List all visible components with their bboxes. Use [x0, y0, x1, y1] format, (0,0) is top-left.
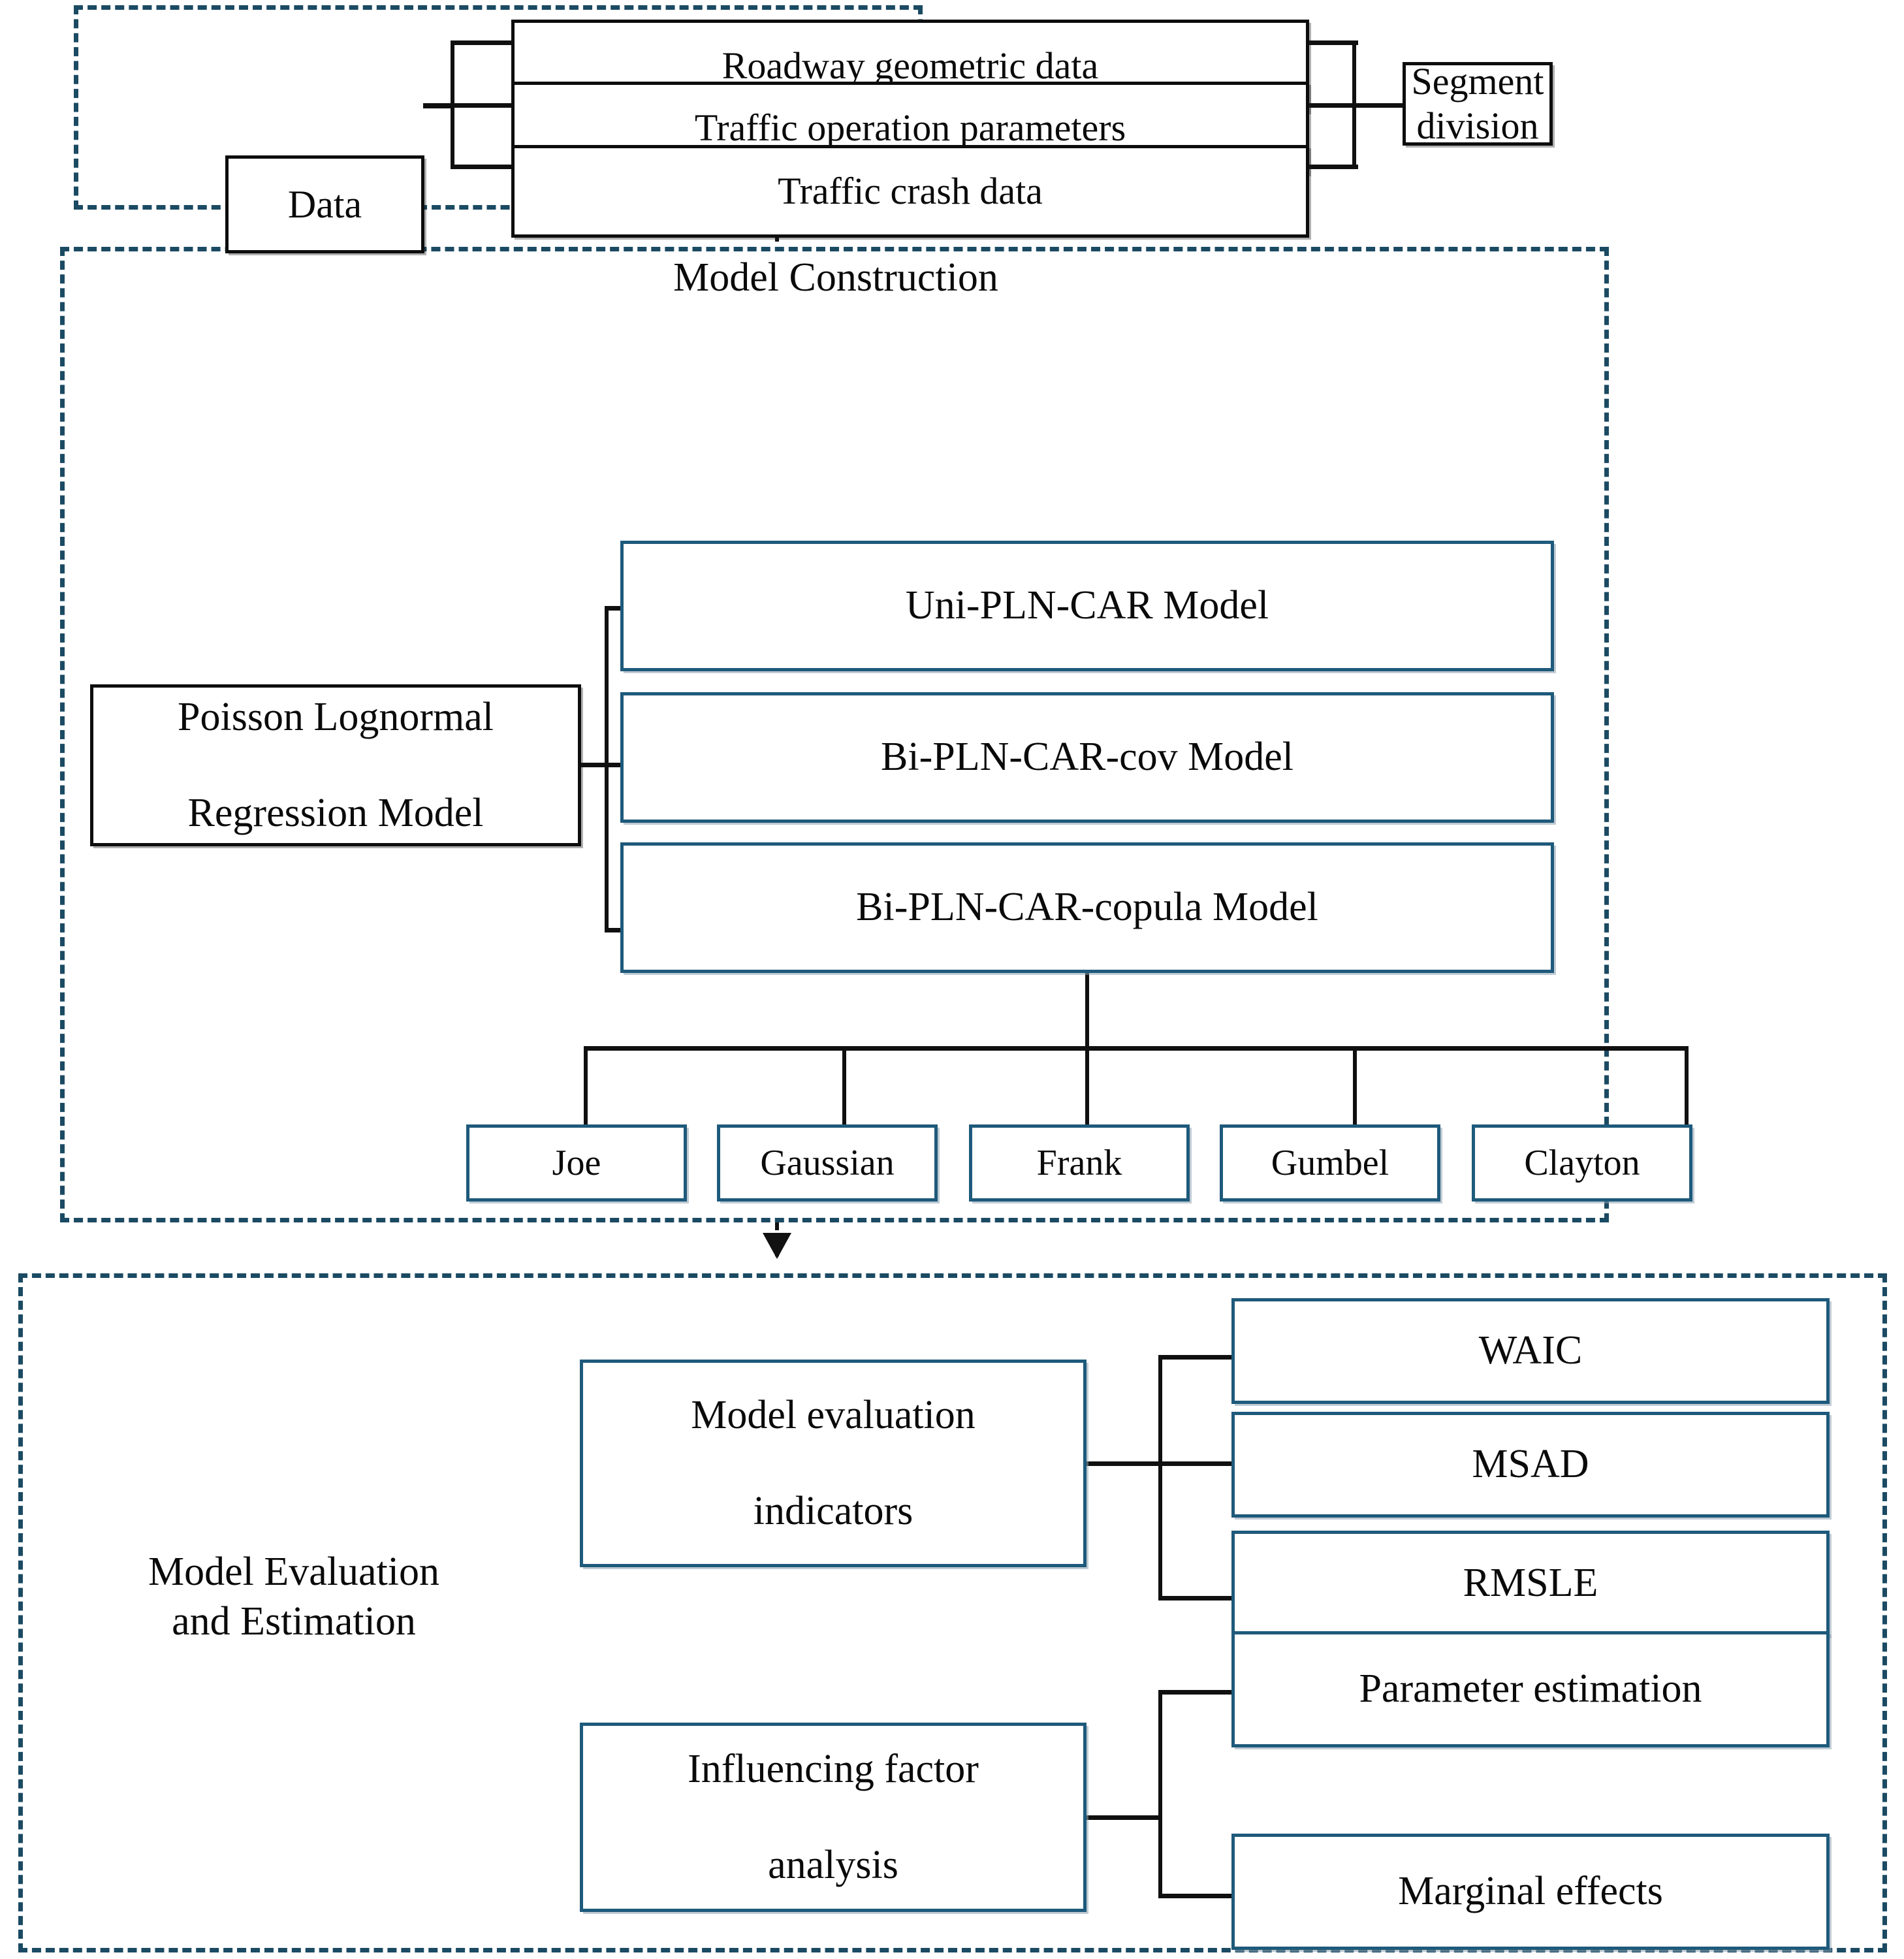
- node-waic-label: WAIC: [1478, 1328, 1583, 1373]
- node-uni-pln-car-model-label: Uni-PLN-CAR Model: [905, 583, 1269, 628]
- connector-copula-joe: [584, 1046, 588, 1127]
- node-copula-clayton-label: Clayton: [1524, 1142, 1640, 1183]
- node-segment-division-label: Segment division: [1411, 59, 1544, 147]
- connector-to-waic: [1158, 1355, 1237, 1360]
- section-model-evaluation-container: [18, 1273, 1887, 1952]
- connector-copula-gaussian: [842, 1046, 846, 1127]
- connector-to-bi-pln-car-cov: [579, 763, 644, 767]
- node-copula-joe-label: Joe: [552, 1142, 601, 1183]
- node-rmsle[interactable]: RMSLE: [1231, 1531, 1830, 1636]
- connector-eval-indicators-spine: [1158, 1357, 1162, 1600]
- connector-data-to-roadway: [451, 40, 513, 45]
- node-msad[interactable]: MSAD: [1231, 1412, 1830, 1518]
- node-copula-clayton[interactable]: Clayton: [1472, 1124, 1692, 1202]
- connector-data-to-crash: [451, 165, 513, 169]
- connector-to-msad: [1084, 1461, 1237, 1466]
- connector-to-parameter-estimation: [1158, 1690, 1237, 1695]
- node-copula-gumbel[interactable]: Gumbel: [1220, 1124, 1440, 1202]
- node-model-evaluation-indicators[interactable]: Model evaluation indicators: [580, 1360, 1087, 1567]
- connector-data-to-traffic-op: [423, 103, 515, 108]
- node-poisson-lognormal-regression-model-label: Poisson Lognormal Regression Model: [178, 695, 494, 835]
- node-data[interactable]: Data: [225, 155, 424, 253]
- node-copula-gaussian[interactable]: Gaussian: [717, 1124, 938, 1202]
- section-model-construction-title: Model Construction: [673, 255, 998, 300]
- connector-model-spine: [605, 608, 609, 931]
- connector-roadway-out: [1303, 40, 1358, 45]
- node-traffic-crash-data[interactable]: Traffic crash data: [511, 145, 1309, 238]
- node-data-label: Data: [287, 182, 362, 226]
- section-model-construction-container: [60, 247, 1609, 1222]
- node-segment-division[interactable]: Segment division: [1403, 59, 1553, 147]
- node-marginal-effects-label: Marginal effects: [1398, 1869, 1663, 1914]
- node-poisson-lognormal-regression-model[interactable]: Poisson Lognormal Regression Model: [90, 684, 581, 846]
- node-copula-frank-label: Frank: [1036, 1142, 1122, 1183]
- node-waic[interactable]: WAIC: [1231, 1298, 1830, 1404]
- connector-copula-clayton: [1685, 1046, 1689, 1127]
- connector-copula-gumbel: [1353, 1046, 1357, 1127]
- connector-copula-drop: [1085, 973, 1089, 1050]
- node-traffic-operation-parameters-label: Traffic operation parameters: [694, 106, 1126, 149]
- node-msad-label: MSAD: [1472, 1442, 1589, 1487]
- connector-copula-bus: [584, 1046, 1689, 1051]
- connector-influencing-spine: [1158, 1691, 1162, 1898]
- node-copula-gaussian-label: Gaussian: [760, 1142, 895, 1183]
- node-bi-pln-car-copula-model-label: Bi-PLN-CAR-copula Model: [856, 885, 1318, 930]
- node-parameter-estimation[interactable]: Parameter estimation: [1231, 1631, 1830, 1747]
- node-bi-pln-car-cov-model[interactable]: Bi-PLN-CAR-cov Model: [620, 692, 1554, 823]
- node-parameter-estimation-label: Parameter estimation: [1359, 1666, 1702, 1712]
- node-traffic-crash-data-label: Traffic crash data: [778, 169, 1043, 212]
- node-copula-frank[interactable]: Frank: [969, 1124, 1190, 1202]
- node-copula-joe[interactable]: Joe: [466, 1124, 687, 1202]
- node-copula-gumbel-label: Gumbel: [1271, 1142, 1389, 1183]
- node-bi-pln-car-copula-model[interactable]: Bi-PLN-CAR-copula Model: [620, 842, 1554, 973]
- node-bi-pln-car-cov-model-label: Bi-PLN-CAR-cov Model: [880, 735, 1294, 780]
- node-influencing-factor-analysis[interactable]: Influencing factor analysis: [580, 1723, 1087, 1912]
- section-model-evaluation-title: Model Evaluation and Estimation: [148, 1550, 439, 1644]
- node-uni-pln-car-model[interactable]: Uni-PLN-CAR Model: [620, 541, 1554, 671]
- connector-crash-out: [1303, 165, 1358, 169]
- node-rmsle-label: RMSLE: [1463, 1561, 1598, 1606]
- connector-copula-frank: [1085, 1046, 1089, 1127]
- flow-arrow-model-to-eval-head: [763, 1233, 791, 1259]
- connector-to-segment-division: [1303, 103, 1407, 108]
- node-model-evaluation-indicators-label: Model evaluation indicators: [691, 1393, 976, 1533]
- connector-to-marginal-effects: [1158, 1894, 1237, 1898]
- connector-influencing-out: [1084, 1815, 1162, 1820]
- node-marginal-effects[interactable]: Marginal effects: [1231, 1834, 1830, 1950]
- node-roadway-geometric-data-label: Roadway geometric data: [722, 44, 1099, 87]
- node-influencing-factor-analysis-label: Influencing factor analysis: [688, 1747, 979, 1887]
- connector-to-rmsle: [1158, 1596, 1237, 1601]
